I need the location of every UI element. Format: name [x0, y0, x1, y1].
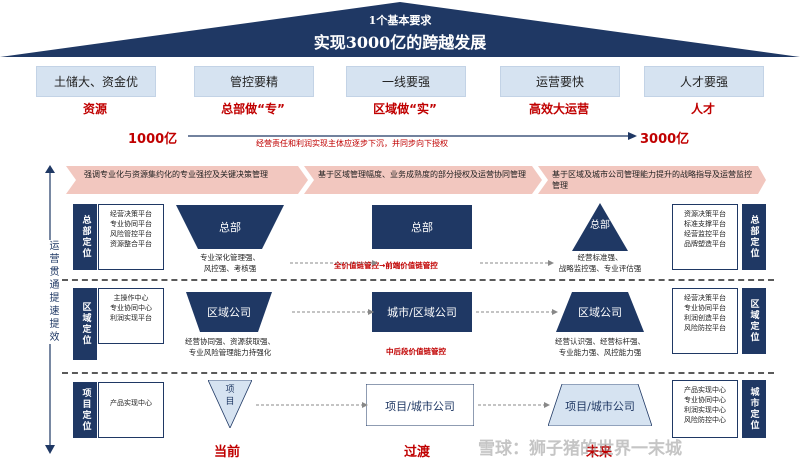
pillar-sub-talent: 人才	[690, 102, 715, 116]
row-right-label-hq: 总部定位	[742, 204, 766, 270]
region-note-future: 经营认识强、经营标杆强、 专业能力强、风控能力强	[555, 337, 645, 357]
region-shape-future: 区域公司	[578, 306, 622, 319]
hq-right-box: 资源决策平台 标准支撑平台 经营监控平台 品牌塑造平台	[672, 204, 738, 270]
region-note-transition: 中后段价值链管控	[386, 347, 446, 356]
hq-left-box: 经营决策平台 专业协同平台 风险管控平台 资源整合平台	[98, 204, 164, 270]
scale-note: 经营责任和利润实现主体应逐步下沉，并同步向下授权	[256, 139, 448, 148]
pillar-control: 管控要精	[194, 66, 314, 97]
header-band-bg	[66, 166, 766, 194]
header-future: 基于区域及城市公司管理能力提升的战略指导及运营监控管理	[552, 170, 752, 190]
project-trapezoid-future	[548, 384, 652, 426]
scale-arrow	[188, 132, 637, 140]
region-rect-transition	[372, 292, 472, 332]
roof-title-line1: 1个基本要求	[368, 14, 432, 27]
roof	[0, 2, 800, 57]
project-right-box: 产品实现中心 专业协同中心 利润实现中心 风险防控中心	[672, 380, 738, 438]
project-shape-current: 项目	[225, 385, 235, 407]
stage-label-transition: 过渡	[404, 445, 431, 460]
row-divider	[62, 279, 774, 281]
region-shape-transition: 城市/区域公司	[387, 306, 457, 319]
region-shape-current: 区域公司	[207, 306, 251, 319]
project-shape-transition: 项目/城市公司	[385, 400, 455, 413]
header-transition: 基于区域管理幅度、业务成熟度的部分授权及运营协同管理	[318, 170, 526, 179]
hq-shape-future: 总部	[590, 220, 610, 231]
pillar-sub-control: 总部做“专”	[221, 102, 285, 116]
hq-shape-current: 总部	[219, 221, 241, 234]
pillar-frontline: 一线要强	[346, 66, 466, 97]
hq-note-current: 专业深化管理强、 风控强、考核强	[200, 253, 260, 273]
region-right-box: 经营决策平台 专业协同平台 利润创造平台 风险防控平台	[672, 288, 738, 354]
hq-shape-transition: 总部	[411, 221, 433, 234]
pillar-operation: 运营要快	[500, 66, 620, 97]
hq-rect-transition	[372, 205, 472, 249]
row-label-project: 项目定位	[73, 382, 97, 438]
stage-label-future: 未来	[586, 445, 613, 460]
hq-triangle-future	[572, 203, 628, 251]
pillar-sub-operation: 高效大运营	[528, 102, 589, 116]
project-left-box: 产品实现中心	[98, 382, 164, 438]
header-current: 强调专业化与资源集约化的专业强控及关键决策管理	[84, 170, 268, 179]
region-shape-future-bg	[556, 292, 644, 332]
row-right-label-region: 区域定位	[742, 288, 766, 354]
pillar-sub-frontline: 区域做“实”	[373, 102, 437, 116]
pillar-sub-resources: 资源	[82, 102, 107, 116]
hq-note-transition: 全价值链管控→前端价值链管控	[334, 261, 438, 270]
pillar-resources: 土储大、资金优	[36, 66, 156, 97]
project-shape-future: 项目/城市公司	[565, 400, 635, 413]
row-label-region: 区域定位	[73, 288, 97, 360]
pillar-talent: 人才要强	[644, 66, 764, 97]
scale-end: 3000亿	[640, 132, 690, 147]
row-label-hq: 总部定位	[73, 204, 97, 270]
region-shape-current-bg	[186, 292, 272, 332]
watermark: 雪球：狮子猪的世界一末城	[478, 439, 682, 459]
project-rect-transition	[366, 384, 474, 426]
row-divider	[62, 372, 774, 374]
project-triangle-current	[208, 380, 252, 428]
stage-label-current: 当前	[214, 445, 241, 460]
roof-title-line2: 实现3000亿的跨越发展	[313, 33, 487, 52]
row-right-label-city: 城市定位	[742, 380, 766, 438]
hq-trapezoid-current	[176, 205, 284, 249]
left-axis-label: 运营贯通提速提效	[40, 240, 60, 344]
region-note-current: 经营协同强、资源获取强、 专业风险管理能力持强化	[185, 337, 275, 357]
region-left-box: 主操作中心 专业协同中心 利润实现平台	[98, 288, 164, 344]
hq-note-future: 经营标准强、 战略监控强、专业评估强	[558, 253, 642, 273]
scale-start: 1000亿	[128, 132, 178, 147]
